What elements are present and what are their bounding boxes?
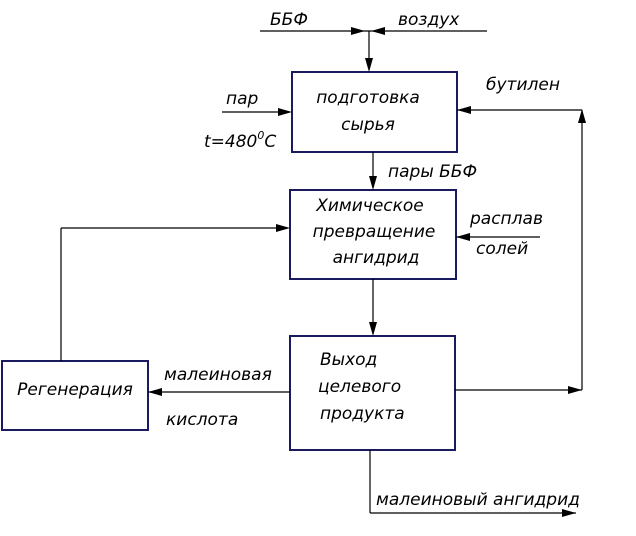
label-maleic-anhydride: малеиновый ангидрид — [376, 490, 580, 510]
recycle-up-arrow-head — [578, 109, 586, 123]
box-preparation — [291, 71, 458, 153]
label-butylene: бутилен — [486, 75, 560, 95]
steam-arrow-head — [278, 108, 292, 116]
label-maleic-acid-2: кислота — [166, 410, 238, 430]
label-maleic-acid-1: малеиновая — [164, 365, 272, 385]
label-air: воздух — [398, 10, 460, 30]
box-output-line1: Выход — [320, 350, 377, 370]
salt-melt-arrow-head — [456, 233, 470, 241]
output-in-arrow-head — [369, 322, 377, 336]
box-chemical-line3: ангидрид — [333, 248, 420, 268]
butylene-arrow-head — [457, 106, 471, 114]
bbf-arrow-head — [351, 27, 365, 35]
preparation-in-arrow-head — [365, 58, 373, 72]
box-chemical-line1: Химическое — [315, 196, 424, 216]
regeneration-return-arrow-head — [276, 224, 290, 232]
box-chemical — [289, 189, 457, 280]
regeneration-in-arrow-head — [148, 388, 162, 396]
box-chemical-line2: превращение — [313, 222, 436, 242]
chemical-in-arrow-head — [369, 176, 377, 190]
box-regeneration-label: Регенерация — [17, 380, 133, 400]
label-temperature: t=4800C — [204, 129, 276, 152]
box-output-line2: целевого — [318, 377, 401, 397]
label-temperature-c: C — [264, 132, 276, 152]
label-temperature-degree: 0 — [257, 129, 264, 142]
label-salt-melt-1: расплав — [469, 209, 543, 229]
label-bbf: ББФ — [270, 10, 308, 30]
air-arrow-head — [371, 27, 385, 35]
label-temperature-t: t=480 — [204, 132, 257, 152]
box-output — [289, 335, 456, 451]
box-preparation-line1: подготовка — [316, 88, 420, 108]
product-arrow-head — [562, 509, 576, 517]
recycle-right-arrow-head — [568, 386, 582, 394]
box-regeneration — [1, 360, 149, 431]
box-output-line3: продукта — [320, 404, 405, 424]
label-bbf-vapors: пары ББФ — [388, 162, 477, 182]
box-preparation-line2: сырья — [341, 115, 395, 135]
label-steam: пар — [226, 89, 259, 109]
label-salt-melt-2: солей — [476, 239, 528, 259]
